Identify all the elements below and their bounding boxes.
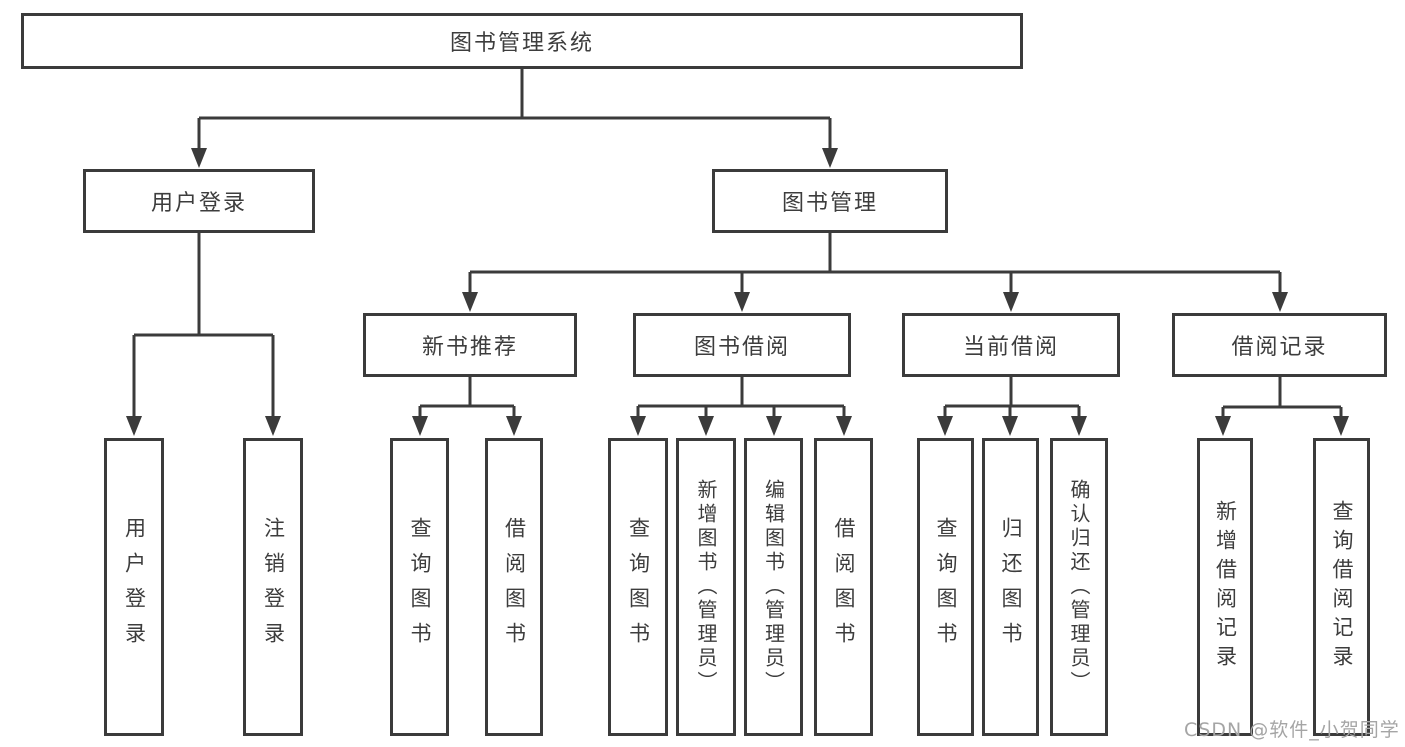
- arrowhead-icons: [126, 148, 1349, 436]
- node-borrow-records: 借阅记录: [1172, 313, 1387, 377]
- leaf-logout: 注销登录: [243, 438, 303, 736]
- leaf-recommend-borrow-books: 借阅图书: [485, 438, 543, 736]
- leaf-recommend-query-books: 查询图书: [390, 438, 449, 736]
- leaf-borrow-add-book-admin: 新增图书（管理员）: [676, 438, 736, 736]
- leaf-borrow-query-books: 查询图书: [608, 438, 668, 736]
- node-new-book-recommend: 新书推荐: [363, 313, 577, 377]
- leaf-current-query-books: 查询图书: [917, 438, 974, 736]
- leaf-current-return-books: 归还图书: [982, 438, 1039, 736]
- leaf-current-confirm-return-admin: 确认归还（管理员）: [1050, 438, 1108, 736]
- node-book-management: 图书管理: [712, 169, 948, 233]
- leaf-records-query-record: 查询借阅记录: [1313, 438, 1370, 736]
- leaf-borrow-borrow-books: 借阅图书: [814, 438, 873, 736]
- csdn-watermark: CSDN @软件_小贺同学: [1184, 719, 1400, 741]
- connector-lines: [132, 69, 1343, 422]
- leaf-borrow-edit-book-admin: 编辑图书（管理员）: [744, 438, 803, 736]
- node-book-borrow: 图书借阅: [633, 313, 851, 377]
- node-root-system: 图书管理系统: [21, 13, 1023, 69]
- node-user-login: 用户登录: [83, 169, 315, 233]
- node-current-borrow: 当前借阅: [902, 313, 1120, 377]
- leaf-user-login: 用户登录: [104, 438, 164, 736]
- leaf-records-add-record: 新增借阅记录: [1197, 438, 1253, 736]
